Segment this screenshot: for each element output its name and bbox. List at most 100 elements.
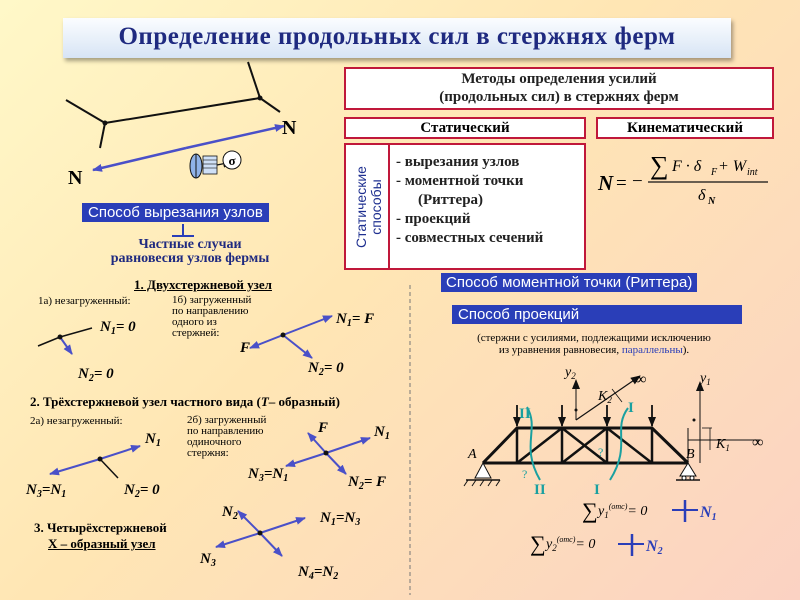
kinematic-formula: N = − ∑ F · δ F + W int δ N	[597, 151, 768, 207]
c1b-N1-sub: 1	[347, 318, 352, 329]
eq1-sum: ∑	[582, 498, 598, 523]
c2a-N2-eq: = 0	[140, 482, 160, 498]
c3-N2b-sub: 2	[332, 571, 338, 582]
case-3-diagram: N2 N1=N3 N3 N4=N2	[199, 504, 360, 582]
four-bar-l1: 3. Четырёхстержневой	[34, 520, 167, 535]
page-title-box: Определение продольных сил в стержнях фе…	[63, 18, 731, 58]
truss-inf-top: ∞	[635, 371, 646, 388]
c1a-N1-eq: = 0	[116, 319, 136, 335]
svg-text:y2(отс)= 0: y2(отс)= 0	[544, 535, 595, 553]
c1a-N1-sub: 1	[111, 326, 116, 337]
eq1-sub: 1	[604, 510, 609, 520]
c3-N4-sub: 4	[308, 571, 314, 582]
c1a-N2-sub: 2	[88, 373, 94, 384]
c3-N3-sub: 3	[210, 558, 216, 569]
c2b-N2-sub: 2	[358, 481, 364, 492]
eq2-y: y	[544, 537, 553, 552]
ritter-method-tag: Способ моментной точки (Риттера)	[441, 273, 698, 292]
c2b-N1-sub: 1	[385, 431, 390, 442]
case-2a: 2а) незагруженный:	[30, 415, 123, 427]
method-item-moment: - моментной точки	[396, 173, 524, 189]
projection-method-tag: Способ проекций	[452, 305, 742, 324]
svg-text:K1: K1	[715, 437, 730, 453]
kf-sum: ∑	[650, 151, 669, 180]
eq2-otc: (отс)	[557, 535, 576, 544]
truss-y1-sub: 1	[706, 377, 711, 387]
c1a-N1: N	[99, 319, 112, 335]
svg-text:N2: N2	[221, 504, 238, 522]
c1a-N2: N	[77, 366, 90, 382]
truss-q1: ?	[522, 467, 527, 481]
truss-B: B	[686, 447, 695, 462]
case-2b-l4: стержня:	[187, 447, 229, 459]
two-bar-heading: 1. Двухстержневой узел	[134, 277, 272, 293]
methods-header-box: Методы определения усилий (продольных си…	[344, 67, 774, 110]
c2b-F: F	[317, 420, 328, 436]
projection-note-l1: (стержни с усилиями, подлежащими исключе…	[477, 332, 711, 344]
static-method-label: Статический	[420, 120, 510, 136]
case-1b-l3: одного из	[172, 316, 217, 328]
joint-tag-connector	[172, 224, 194, 237]
svg-text:N1=N3: N1=N3	[319, 510, 360, 528]
truss-II-top: II	[519, 406, 531, 422]
special-cases-line2: равновесия узлов фермы	[110, 251, 270, 266]
c3-N2: N	[221, 504, 234, 520]
truss-I-top: I	[628, 400, 634, 416]
c2b-N1b-sub: 1	[283, 473, 288, 484]
kf-int: int	[747, 167, 758, 178]
svg-text:N4=N2: N4=N2	[297, 564, 338, 582]
svg-text:N2: N2	[645, 538, 663, 557]
case-1b-l4: стержней:	[172, 327, 220, 339]
c1b-F: F	[239, 340, 250, 356]
joint-method-tag: Способ вырезания узлов	[82, 203, 269, 222]
special-cases-line1: Частные случаи	[138, 237, 242, 252]
c2a-N3: N	[25, 482, 38, 498]
svg-text:=: =	[616, 173, 627, 194]
c3-N1-sub: 1	[331, 517, 336, 528]
svg-text:N2= F: N2= F	[347, 474, 386, 492]
truss-inf-right: ∞	[752, 434, 763, 451]
c3-N3: N	[199, 551, 212, 567]
c1a-N2-eq: = 0	[94, 366, 114, 382]
truss-I-bottom: I	[594, 482, 600, 498]
c2a-N3-sub: 3	[36, 489, 42, 500]
projection-equations: ∑ y1(отс)= 0 N 1 ∑ y2(отс)= 0 N2	[530, 498, 717, 557]
kf-F-sub: F	[710, 167, 718, 178]
c2a-N2-sub: 2	[134, 489, 140, 500]
c2b-N1: N	[373, 424, 386, 440]
case-1b: 1б) загруженный по направлению одного из…	[172, 295, 251, 339]
svg-text:y1: y1	[698, 371, 711, 387]
kinematic-method-label: Кинематический	[627, 120, 743, 136]
svg-text:y1(отс)= 0: y1(отс)= 0	[596, 502, 647, 520]
method-item-joints: - вырезания узлов	[396, 154, 520, 170]
static-methods-box: Статические способы - вырезания узлов - …	[344, 143, 586, 270]
eq2-sum: ∑	[530, 531, 546, 556]
page-title: Определение продольных сил в стержнях фе…	[118, 23, 676, 50]
case-2b-l3: одиночного	[187, 436, 242, 448]
c1b-N2: N	[307, 360, 320, 376]
svg-text:N2= 0: N2= 0	[77, 366, 114, 384]
svg-text:N3: N3	[199, 551, 216, 569]
c1b-N2-sub: 2	[318, 367, 324, 378]
truss-K2: K	[597, 389, 608, 404]
four-bar-heading: 3. Четырёхстержневой X – образный узел	[34, 520, 167, 552]
static-methods-list: - вырезания узлов - моментной точки (Рит…	[396, 153, 543, 248]
four-bar-l2: X – образный узел	[48, 536, 156, 551]
method-item-projections: - проекций	[396, 211, 471, 227]
static-method-box: Статический	[344, 117, 586, 139]
truss-y2-sub: 2	[571, 371, 576, 381]
c2b-N2-eq: = F	[364, 474, 386, 490]
kf-N: N	[597, 171, 614, 195]
c3-N2-sub: 2	[232, 511, 238, 522]
c3-N1: N	[319, 510, 332, 526]
truss-II-bottom: II	[534, 482, 546, 498]
case-2a-diagram: N1 N3=N1 N2= 0	[25, 431, 161, 500]
c2a-N1b-sub: 1	[61, 489, 66, 500]
eq1-N1: N	[699, 504, 713, 521]
projection-note: (стержни с усилиями, подлежащими исключе…	[446, 332, 742, 356]
c2b-N3-sub: 3	[258, 473, 264, 484]
svg-text:K2: K2	[597, 389, 612, 405]
c2b-N2: N	[347, 474, 360, 490]
